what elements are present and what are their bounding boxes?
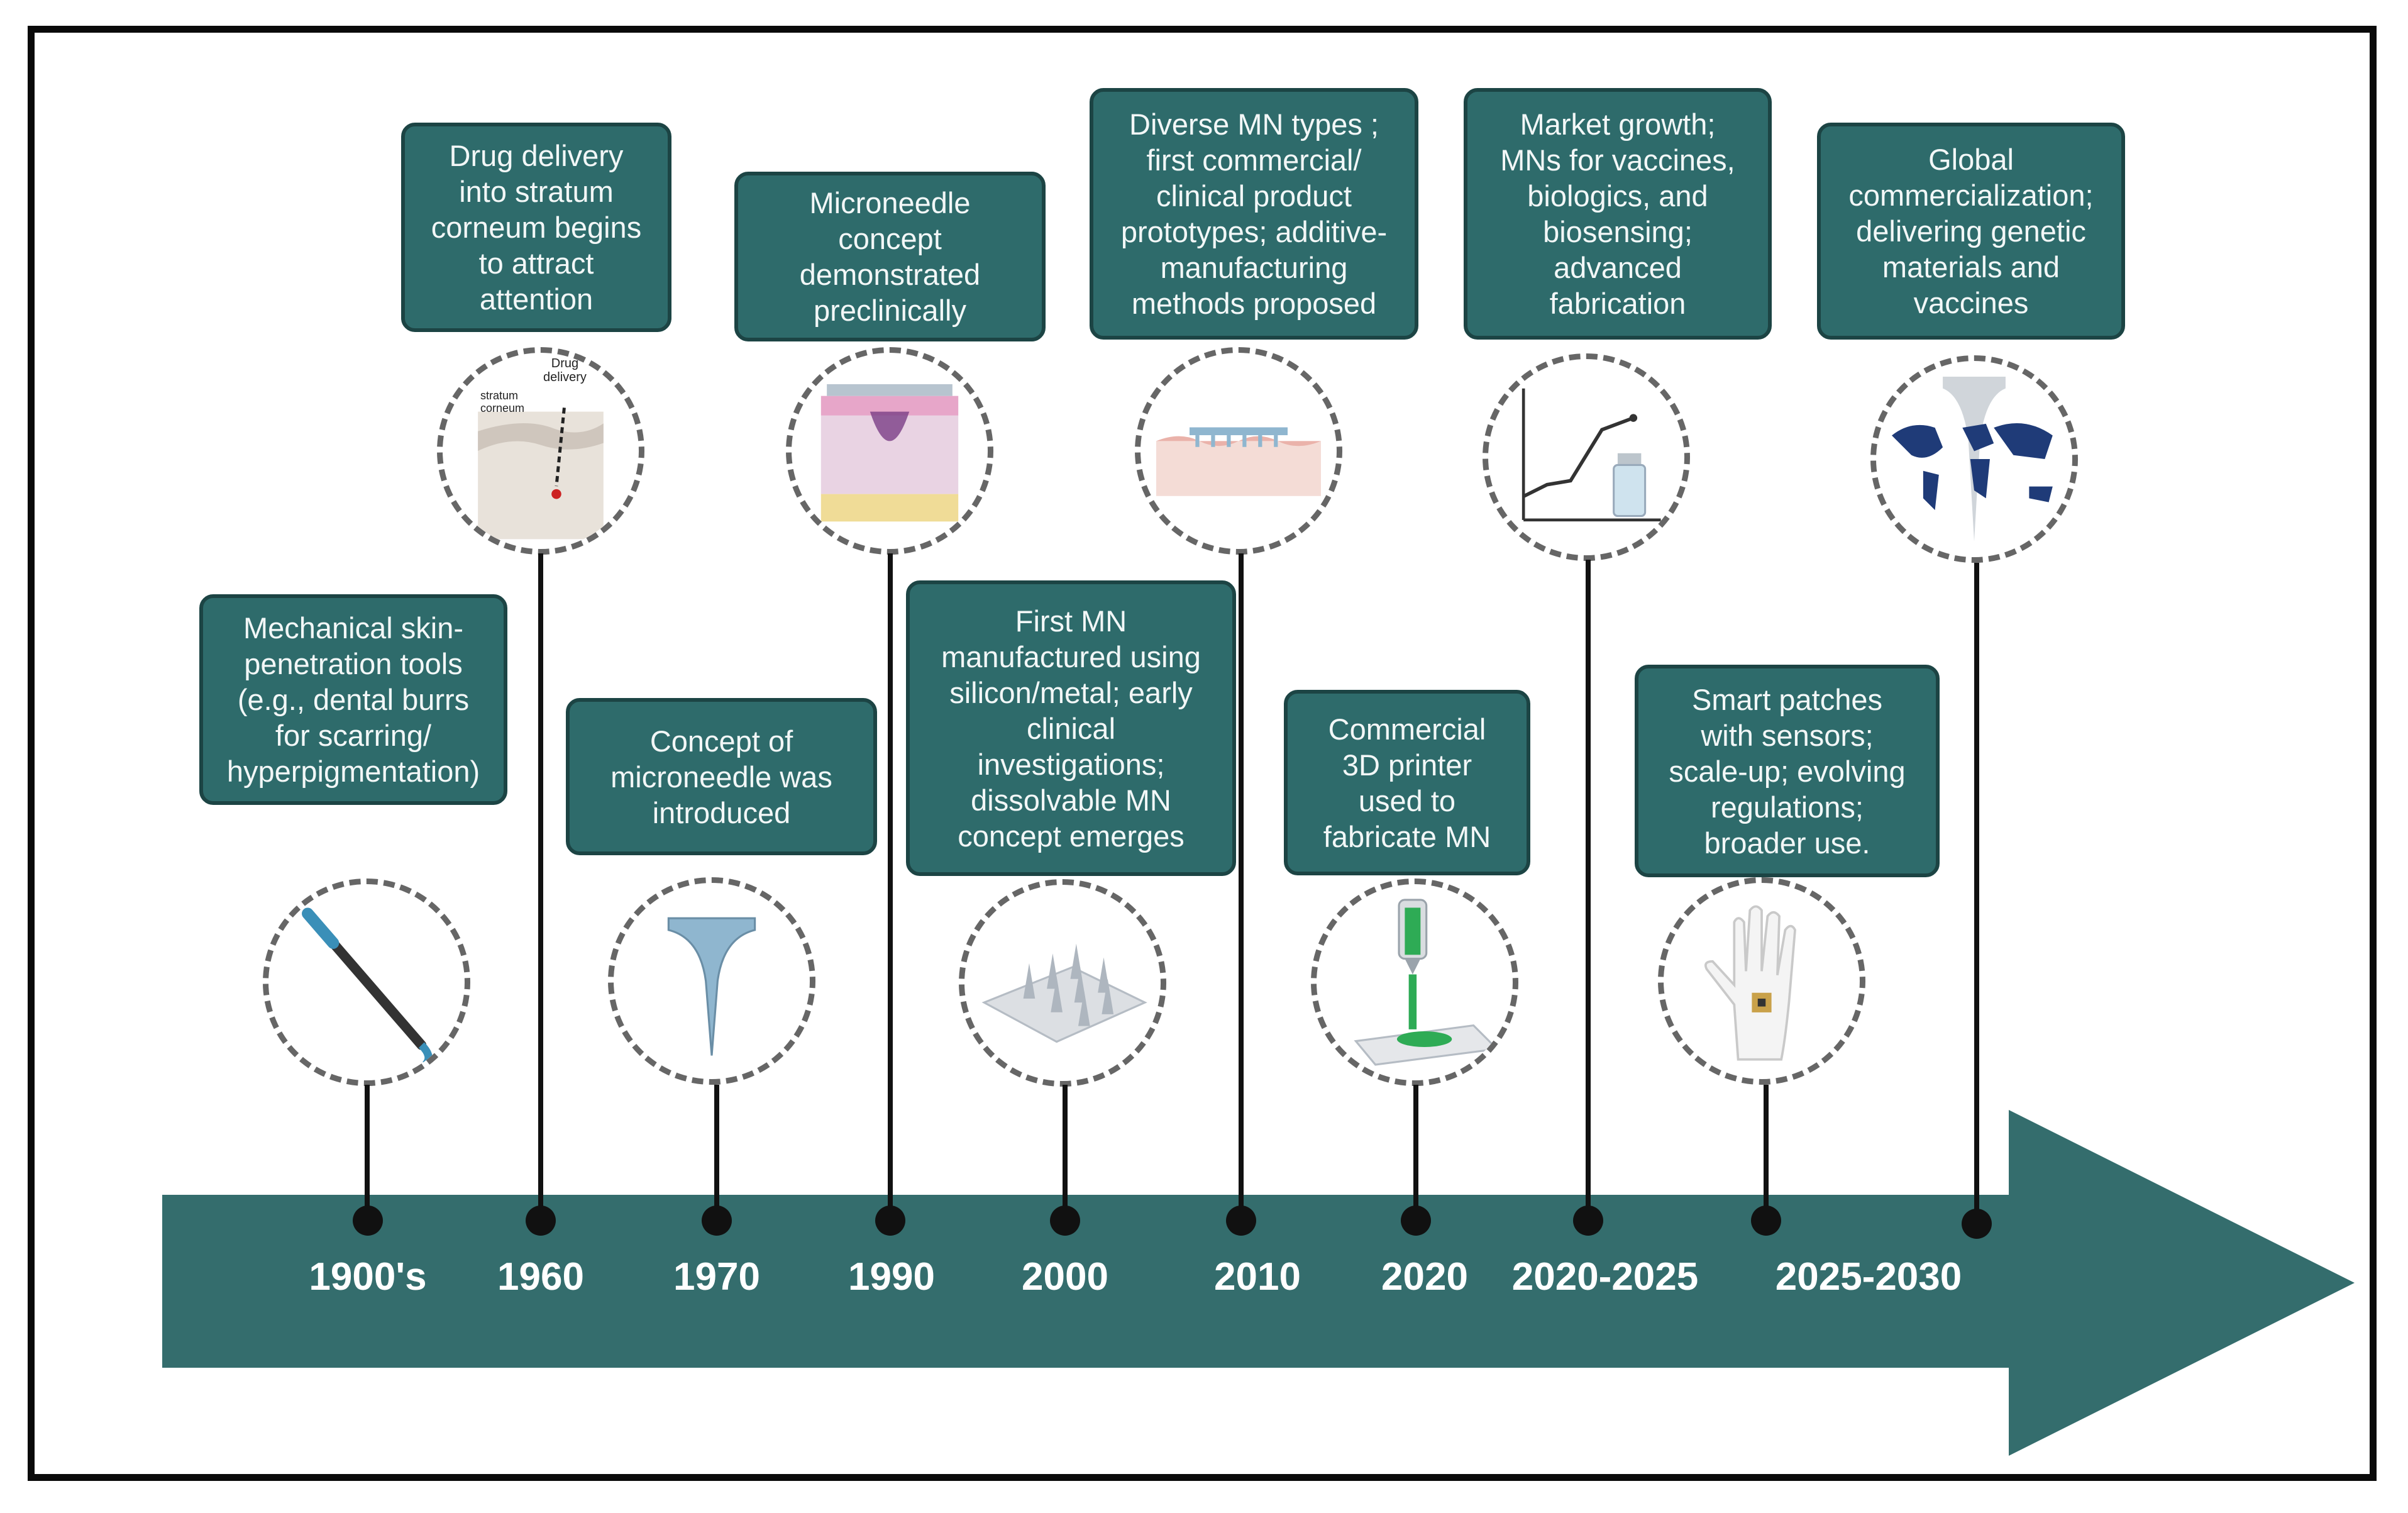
year-label-1990: 1990 [848, 1255, 935, 1299]
milestone-box-1960: Drug delivery into stratum corneum begin… [401, 123, 671, 332]
stem-1970 [714, 1085, 719, 1223]
stem-2025-2030 [1764, 1085, 1769, 1223]
icon-label-drug-delivery: Drug delivery [543, 357, 587, 384]
stem-future [1974, 563, 1979, 1223]
stem-1990 [888, 553, 893, 1223]
year-label-1900s: 1900's [309, 1255, 427, 1299]
stem-2010 [1239, 553, 1244, 1223]
timeline-dot-2025-2030 [1751, 1205, 1781, 1236]
year-label-2025-2030: 2025-2030 [1775, 1255, 1962, 1299]
stem-2000 [1063, 1085, 1068, 1223]
timeline-dot-1960 [526, 1205, 556, 1236]
skin-layers-icon [786, 347, 993, 555]
milestone-box-2020-2025: Market growth; MNs for vaccines, biologi… [1464, 88, 1772, 340]
dental-burr-icon [263, 878, 470, 1086]
timeline-dot-1970 [702, 1205, 732, 1236]
3d-printer-icon [1311, 878, 1518, 1086]
timeline-dot-2020 [1401, 1205, 1431, 1236]
milestone-box-future: Global commercialization; delivering gen… [1817, 123, 2125, 340]
milestone-box-1990: Microneedle concept demonstrated preclin… [734, 172, 1046, 341]
year-label-1970: 1970 [673, 1255, 760, 1299]
stem-2020 [1413, 1085, 1418, 1223]
year-label-1960: 1960 [497, 1255, 584, 1299]
patch-on-skin-icon [1135, 347, 1342, 555]
milestone-box-2010: Diverse MN types ; first commercial/ cli… [1090, 88, 1418, 340]
year-label-2020-2025: 2020-2025 [1511, 1255, 1699, 1299]
milestone-box-2020: Commercial 3D printer used to fabricate … [1284, 690, 1530, 875]
hand-patch-icon [1658, 877, 1865, 1085]
timeline-dot-2020-2025 [1573, 1205, 1603, 1236]
stratum-corneum-icon: Drug delivery stratum corneum [437, 347, 644, 555]
year-label-2000: 2000 [1022, 1255, 1108, 1299]
timeline-dot-future [1962, 1209, 1992, 1239]
stem-1900s [365, 1085, 370, 1223]
stem-1960 [538, 553, 543, 1223]
milestone-box-2000: First MN manufactured using silicon/meta… [906, 580, 1236, 876]
milestone-box-2025-2030: Smart patches with sensors; scale-up; ev… [1635, 665, 1940, 877]
milestone-box-1900s: Mechanical skin- penetration tools (e.g.… [199, 594, 507, 805]
microneedle-array-icon [959, 879, 1166, 1087]
growth-chart-vial-icon [1483, 353, 1690, 561]
timeline-dot-1900s [353, 1205, 383, 1236]
milestone-box-1970: Concept of microneedle was introduced [566, 698, 877, 855]
stem-2020-2025 [1586, 560, 1591, 1223]
microneedle-icon [608, 877, 815, 1085]
year-label-2010: 2010 [1214, 1255, 1301, 1299]
timeline-dot-2010 [1226, 1205, 1256, 1236]
timeline-dot-1990 [875, 1205, 905, 1236]
timeline-dot-2000 [1050, 1205, 1080, 1236]
timeline-arrow-shape [162, 1110, 2355, 1456]
year-label-2020: 2020 [1381, 1255, 1468, 1299]
icon-label-stratum-corneum: stratum corneum [480, 389, 525, 414]
world-map-needle-icon [1870, 355, 2078, 563]
